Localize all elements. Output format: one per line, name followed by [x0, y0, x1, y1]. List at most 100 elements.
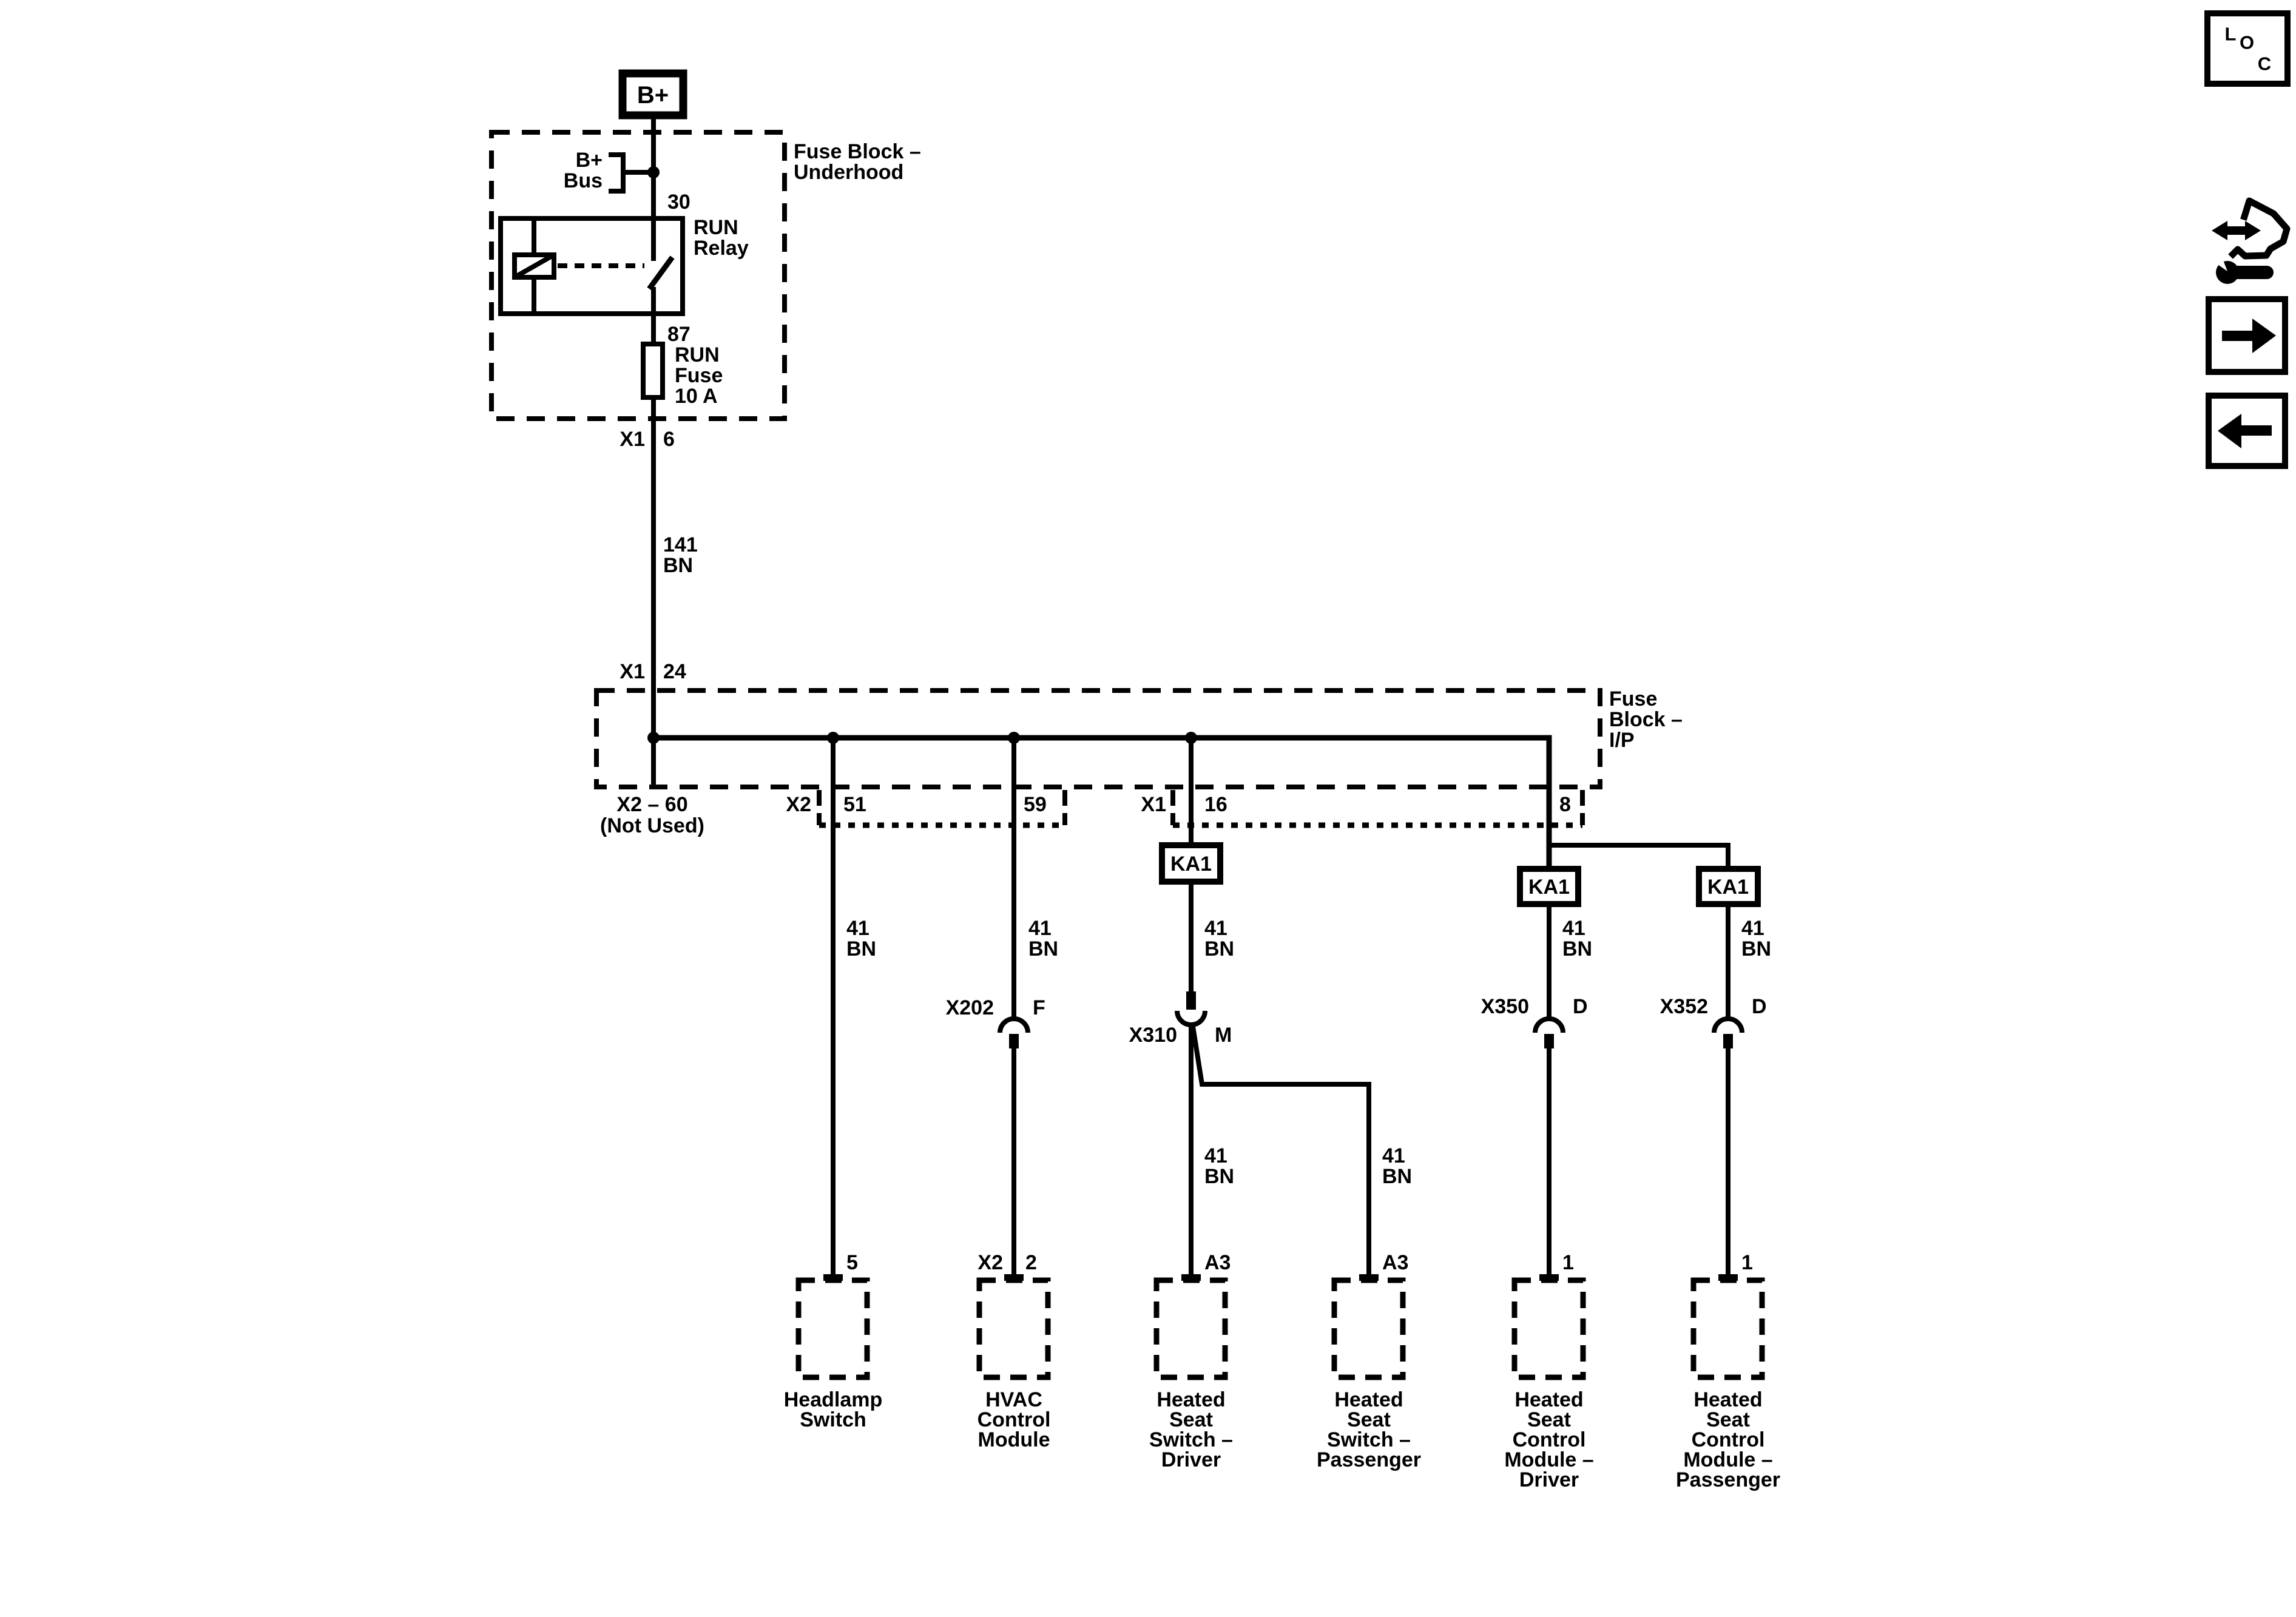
- load-pin: A3: [1382, 1251, 1408, 1274]
- loc-letter: O: [2240, 32, 2254, 53]
- wire-41-color: BN: [1204, 937, 1234, 960]
- fuse-block-ip-label: Block –: [1609, 708, 1683, 731]
- ka1-relays: KA1 KA1 KA1: [1159, 842, 1761, 907]
- bplus-box: [618, 69, 687, 120]
- load-name: Seat: [1706, 1408, 1750, 1431]
- wire-41-circuit: 41: [1204, 917, 1227, 940]
- connector-x202-label: X202: [946, 996, 994, 1019]
- x2-pin-59: 59: [1024, 793, 1047, 816]
- bplus-bus-label: B+: [576, 149, 603, 172]
- loc-button[interactable]: L O C: [2204, 10, 2291, 87]
- wiring: [609, 119, 1738, 1281]
- diagnostic-icon-button[interactable]: [2212, 197, 2291, 284]
- fuse-block-ip: X1 24 Fuse Block – I/P X2 – 60 (Not Used…: [594, 660, 1683, 837]
- underhood-exit-conn: X1: [620, 428, 645, 451]
- wire-41-circuit: 41: [1382, 1144, 1405, 1167]
- loc-button-frame[interactable]: [2204, 10, 2291, 87]
- x1-pin-16: 16: [1204, 793, 1227, 816]
- connector-x310-pin-tick: [1186, 991, 1196, 1010]
- load-name: Switch –: [1149, 1428, 1233, 1451]
- connector-x350-label: X350: [1481, 995, 1529, 1018]
- load-name: Seat: [1169, 1408, 1213, 1431]
- fuse-block-underhood-outline: [489, 130, 787, 421]
- bplus-label: B+: [637, 82, 669, 109]
- loc-letter: L: [2225, 24, 2237, 45]
- relay-coil-slash: [513, 252, 555, 280]
- load-box-heated-seat-control-module-driver: [1511, 1277, 1586, 1380]
- ip-entry-pin: 24: [663, 660, 686, 683]
- junction-dot: [647, 166, 660, 178]
- inline-connectors: X202 F X310 M X350 D X352 D: [946, 991, 1767, 1048]
- run-fuse-label: 10 A: [675, 385, 718, 408]
- wrench-icon: [2212, 252, 2274, 284]
- wire-41-color: BN: [1562, 937, 1592, 960]
- arrow-left-icon: [2218, 414, 2272, 448]
- arrow-shaft: [2239, 425, 2272, 436]
- ka1-relay-box: [1517, 866, 1581, 907]
- load-name: Passenger: [1676, 1468, 1780, 1491]
- load-name: Heated: [1156, 1388, 1225, 1411]
- connector-x352-pin-tick: [1723, 1034, 1733, 1048]
- arrow-shaft: [2222, 331, 2255, 341]
- forward-button[interactable]: [2206, 296, 2288, 375]
- wire-41-color: BN: [1382, 1165, 1412, 1188]
- ka1-relay-box: [1159, 842, 1223, 885]
- wire-41-circuit: 41: [1028, 917, 1052, 940]
- load-name: Module –: [1683, 1448, 1772, 1471]
- load-name: Headlamp: [784, 1388, 883, 1411]
- load-name: Control: [977, 1408, 1051, 1431]
- relay-pin-87: 87: [667, 323, 690, 346]
- fuse-block-ip-label: I/P: [1609, 729, 1635, 752]
- load-name: HVAC: [985, 1388, 1042, 1411]
- back-button[interactable]: [2206, 393, 2288, 469]
- run-fuse-symbol: [641, 342, 665, 400]
- wire-141-circuit-label: 141: [663, 533, 698, 556]
- arrow-head: [2252, 319, 2276, 353]
- fuse-block-underhood-label: Fuse Block –: [794, 140, 921, 163]
- load-name: Driver: [1161, 1448, 1221, 1471]
- relay-switch-blade: [647, 255, 675, 291]
- load-name: Control: [1692, 1428, 1765, 1451]
- load-pin: 5: [846, 1251, 858, 1274]
- loads: 5 Headlamp Switch X2 2 HVAC Control Modu…: [784, 1251, 1780, 1491]
- load-pin: A3: [1204, 1251, 1231, 1274]
- x2-connector-label: X2: [786, 793, 811, 816]
- load-name: Switch: [800, 1408, 866, 1431]
- fuse-block-ip-outline: [594, 688, 1602, 789]
- load-box-heated-seat-switch-driver: [1153, 1277, 1228, 1380]
- ip-not-used-label: (Not Used): [600, 814, 704, 837]
- load-pin: 1: [1562, 1251, 1574, 1274]
- wire-41-color: BN: [1204, 1165, 1234, 1188]
- run-relay-box: [498, 216, 685, 316]
- run-fuse-label: Fuse: [675, 364, 723, 387]
- load-name: Switch –: [1327, 1428, 1411, 1451]
- load-name: Module: [978, 1428, 1050, 1451]
- x2-pin-51: 51: [843, 793, 866, 816]
- load-name: Seat: [1347, 1408, 1391, 1431]
- wrench-handle: [2235, 266, 2274, 279]
- load-name: Heated: [1514, 1388, 1583, 1411]
- wrench-notch: [2212, 252, 2227, 271]
- connector-x310-label: X310: [1129, 1024, 1177, 1047]
- bplus-node: B+: [618, 69, 687, 120]
- wire-41-circuit: 41: [846, 917, 869, 940]
- arrow-head: [2218, 414, 2241, 448]
- connector-x202-pin: F: [1033, 996, 1045, 1019]
- ip-bus: [653, 735, 1552, 869]
- ka1-relay-box: [1696, 866, 1761, 907]
- connector-x310-icon: [1175, 1010, 1207, 1027]
- load-box-headlamp-switch: [795, 1277, 870, 1380]
- run-relay-label: Relay: [694, 237, 749, 260]
- connector-x352-icon: [1712, 1016, 1744, 1033]
- fuse-block-underhood: Fuse Block – Underhood B+ Bus 30 RUN Rel…: [489, 130, 921, 451]
- x1-connector-label: X1: [1141, 793, 1166, 816]
- relay-pin-30: 30: [667, 191, 690, 214]
- load-name: Driver: [1519, 1468, 1579, 1491]
- connector-x202-pin-tick: [1009, 1034, 1019, 1048]
- run-fuse-label: RUN: [675, 343, 720, 366]
- connector-x352-pin: D: [1752, 995, 1767, 1018]
- load-box-heated-seat-switch-passenger: [1331, 1277, 1406, 1380]
- bplus-bus-label: Bus: [564, 169, 603, 192]
- load-name: Seat: [1527, 1408, 1571, 1431]
